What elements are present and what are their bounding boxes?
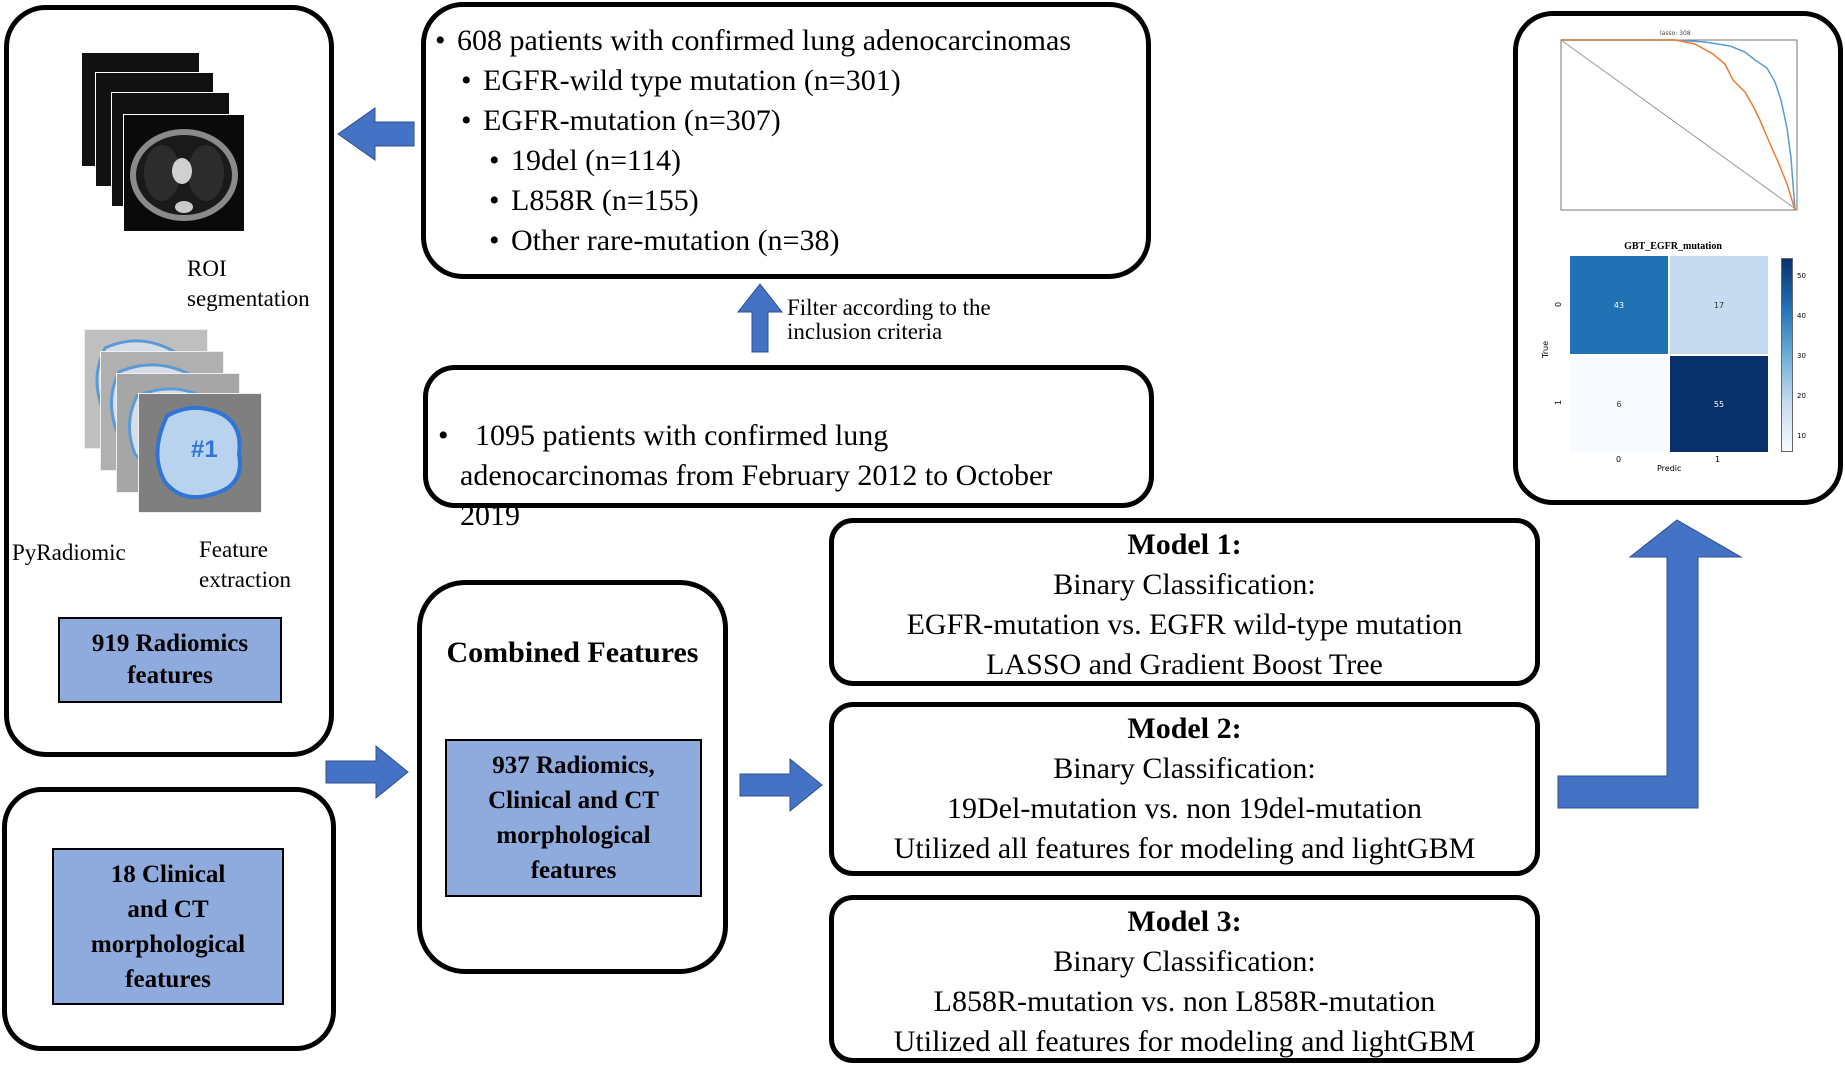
- roc-plot: lasso: 308: [1555, 28, 1815, 228]
- model-line: EGFR-mutation vs. EGFR wild-type mutatio…: [906, 608, 1463, 641]
- model-line: Utilized all features for modeling and l…: [893, 832, 1476, 865]
- cohort-text: • 1095 patients with confirmed lung adeno…: [438, 376, 1053, 536]
- patients-bullet: • L858R (n=155): [489, 184, 699, 218]
- cohort-description: 1095 patients with confirmed lung adenoc…: [460, 419, 1053, 532]
- bullet-dot: •: [438, 419, 449, 452]
- model-1-box: Model 1: Binary Classification: EGFR-mut…: [829, 518, 1540, 686]
- pyradiomic-label: PyRadiomic: [12, 540, 126, 565]
- model-2-box: Model 2: Binary Classification: 19Del-mu…: [829, 702, 1540, 876]
- model-line: L858R-mutation vs. non L858R-mutation: [933, 985, 1436, 1018]
- model-line: Binary Classification:: [1053, 752, 1316, 785]
- filter-label: Filter according to the inclusion criter…: [787, 295, 991, 345]
- ct-image-stack: [81, 52, 251, 232]
- arrow-to-models: [739, 757, 823, 813]
- clinical-features-box: 18 Clinical and CT morphological feature…: [52, 848, 284, 1005]
- egfr-mutation: EGFR-mutation (n=307): [483, 104, 781, 137]
- roi-slice-top: #1: [138, 393, 262, 513]
- heatmap-title: GBT_EGFR_mutation: [1624, 241, 1722, 252]
- bullet-dot: •: [489, 144, 500, 177]
- tumor-roi-icon: [155, 405, 242, 499]
- heatmap-xlabel: Predic: [1657, 464, 1682, 473]
- heatmap-ylabel: True: [1541, 341, 1550, 358]
- patients-bullet: • EGFR-wild type mutation (n=301): [461, 64, 901, 98]
- roi-segmentation-label: ROI segmentation: [187, 256, 310, 311]
- feature-extraction-label: Feature extraction: [199, 537, 291, 592]
- arrow-to-ct-panel: [337, 107, 415, 161]
- egfr-wild-type: EGFR-wild type mutation (n=301): [483, 64, 901, 97]
- heatmap-col-label: 1: [1715, 455, 1721, 464]
- colorbar-tick: 40: [1797, 312, 1806, 320]
- patients-total: 608 patients with confirmed lung adenoca…: [457, 24, 1071, 57]
- ct-slice-top: [123, 114, 245, 232]
- colorbar-tick: 50: [1797, 272, 1806, 280]
- heatmap-col-label: 0: [1616, 455, 1622, 464]
- combined-features-title: Combined Features: [446, 636, 699, 669]
- heatmap-cell: 55: [1670, 356, 1768, 452]
- arrow-filter-up: [736, 283, 784, 353]
- roc-title: lasso: 308: [1660, 30, 1691, 37]
- patients-bullet: • Other rare-mutation (n=38): [489, 224, 840, 258]
- bullet-dot: •: [489, 184, 500, 217]
- heatmap-row-label: 0: [1554, 301, 1564, 308]
- bullet-dot: •: [461, 104, 472, 137]
- patients-box: [421, 2, 1151, 279]
- model-3-box: Model 3: Binary Classification: L858R-mu…: [829, 895, 1540, 1063]
- bullet-dot: •: [461, 64, 472, 97]
- mutation-other-rare: Other rare-mutation (n=38): [511, 224, 840, 257]
- arrow-to-results: [1557, 519, 1743, 809]
- model-line: Binary Classification:: [1053, 568, 1316, 601]
- roi-marker: #1: [191, 436, 218, 463]
- patients-bullet: • 608 patients with confirmed lung adenoc…: [435, 24, 1071, 58]
- model-line: Utilized all features for modeling and l…: [893, 1025, 1476, 1058]
- patients-bullet: • 19del (n=114): [489, 144, 681, 178]
- model-title: Model 1:: [1127, 528, 1242, 561]
- bullet-dot: •: [489, 224, 500, 257]
- mutation-l858r: L858R (n=155): [511, 184, 699, 217]
- radiomics-features-box: 919 Radiomics features: [58, 617, 282, 703]
- patients-bullet: • EGFR-mutation (n=307): [461, 104, 781, 138]
- model-line: Binary Classification:: [1053, 945, 1316, 978]
- heatmap-grid: 43 17 6 55: [1570, 256, 1768, 452]
- arrow-to-combined: [325, 744, 409, 800]
- heatmap-cell: 17: [1670, 256, 1768, 354]
- colorbar-tick: 30: [1797, 352, 1806, 360]
- colorbar-tick: 10: [1797, 432, 1806, 440]
- cohort-box: [423, 365, 1154, 508]
- bullet-dot: •: [435, 24, 446, 57]
- lung-ct-icon: [130, 129, 238, 221]
- model-line: LASSO and Gradient Boost Tree: [986, 648, 1383, 681]
- heatmap-cell: 43: [1570, 256, 1668, 354]
- model-line: 19Del-mutation vs. non 19del-mutation: [947, 792, 1422, 825]
- roi-image-stack: #1: [84, 329, 264, 513]
- heatmap-colorbar: [1781, 258, 1793, 452]
- heatmap-row-label: 1: [1554, 399, 1564, 406]
- combined-features-box: 937 Radiomics, Clinical and CT morpholog…: [445, 739, 702, 897]
- heatmap-cell: 6: [1570, 356, 1668, 452]
- model-title: Model 3:: [1127, 905, 1242, 938]
- roc-curve-graphic: [1560, 39, 1798, 211]
- model-title: Model 2:: [1127, 712, 1242, 745]
- colorbar-tick: 20: [1797, 392, 1806, 400]
- mutation-19del: 19del (n=114): [511, 144, 681, 177]
